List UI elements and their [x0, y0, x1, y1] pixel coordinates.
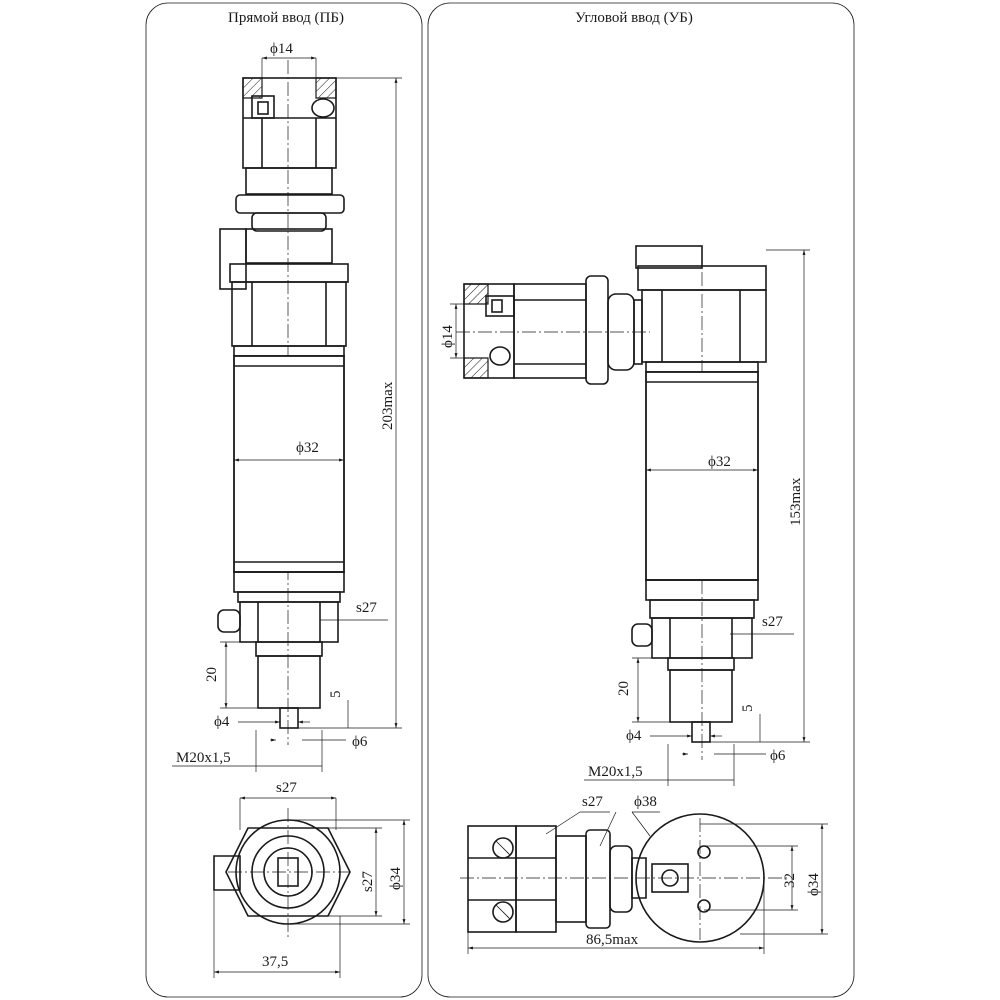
left-dim-d32: ϕ32	[296, 440, 319, 456]
left-bottom-s27-side: s27	[360, 871, 376, 892]
right-dim-s27: s27	[762, 614, 783, 630]
right-dim-5: 5	[740, 705, 756, 713]
left-bottom-d34: ϕ34	[388, 867, 404, 890]
right-dim-height: 153max	[788, 477, 804, 526]
right-bottom-32: 32	[782, 873, 798, 888]
left-dim-s27: s27	[356, 600, 377, 616]
left-dim-d14: ϕ14	[270, 41, 293, 57]
right-dim-thread: M20x1,5	[588, 764, 643, 780]
right-panel-title: Угловой ввод (УБ)	[575, 10, 693, 26]
right-bottom-d38: ϕ38	[634, 794, 657, 810]
right-sensor-drawing: ϕ14 ϕ32 153max s27 20 5 ϕ4 ϕ6 M20x1,5	[440, 245, 828, 954]
right-dim-d32: ϕ32	[708, 454, 731, 470]
left-dim-height: 203max	[380, 381, 396, 430]
right-bottom-width: 86,5max	[586, 932, 639, 948]
left-dim-thread: M20x1,5	[176, 750, 231, 766]
left-bottom-width: 37,5	[262, 954, 288, 970]
right-bottom-s27: s27	[582, 794, 603, 810]
left-panel-title: Прямой ввод (ПБ)	[228, 10, 344, 26]
left-dim-d6: ϕ6	[352, 734, 368, 750]
right-dim-d14: ϕ14	[440, 325, 456, 348]
left-bottom-s27-top: s27	[276, 780, 297, 796]
left-dim-20: 20	[204, 667, 220, 682]
left-dim-d4: ϕ4	[214, 714, 230, 730]
left-sensor-drawing: ϕ14 203max ϕ32 s27 20 5 ϕ4 ϕ6 M20x1,5	[172, 41, 410, 978]
left-dim-5: 5	[328, 691, 344, 699]
right-bottom-d34: ϕ34	[806, 873, 822, 896]
right-dim-d4: ϕ4	[626, 728, 642, 744]
right-dim-20: 20	[616, 681, 632, 696]
right-dim-d6: ϕ6	[770, 748, 786, 764]
right-panel-frame	[427, 2, 855, 998]
left-panel-frame	[145, 2, 423, 998]
